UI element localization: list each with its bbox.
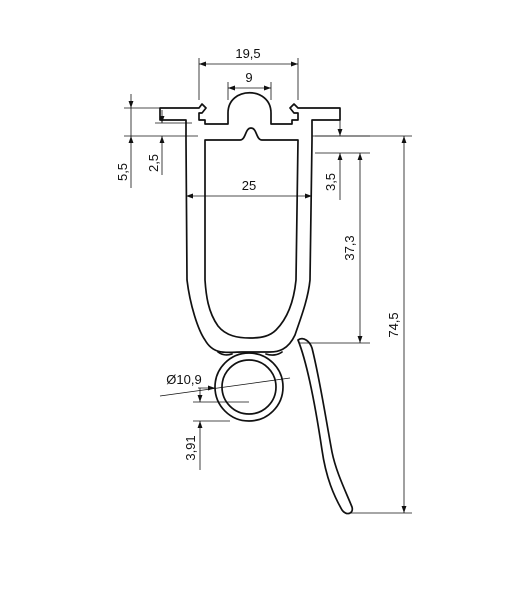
dim-tube-diameter: Ø10,9 (166, 372, 201, 387)
dim-flange-step: 2,5 (146, 154, 161, 172)
tube-outer (214, 352, 284, 422)
dimension-labels: 19,5 9 5,5 2,5 25 3,5 37,3 74,5 Ø10,9 3,… (115, 46, 401, 461)
profile-body-inner (204, 127, 299, 339)
dim-cavity-height: 37,3 (342, 235, 357, 260)
profile-body-outer (159, 91, 341, 354)
dimension-lines (124, 58, 412, 514)
dim-total-height: 74,5 (386, 312, 401, 337)
dim-inner-width: 25 (242, 178, 256, 193)
dim-flange-height: 5,5 (115, 163, 130, 181)
tube-neck (217, 351, 283, 356)
dim-neck-width: 9 (245, 70, 252, 85)
sealing-lip (297, 337, 354, 515)
dim-tube-offset: 3,91 (183, 435, 198, 460)
tube-inner (221, 359, 277, 415)
profile-outline (159, 91, 354, 515)
dim-wall-offset: 3,5 (323, 173, 338, 191)
dim-top-width: 19,5 (235, 46, 260, 61)
